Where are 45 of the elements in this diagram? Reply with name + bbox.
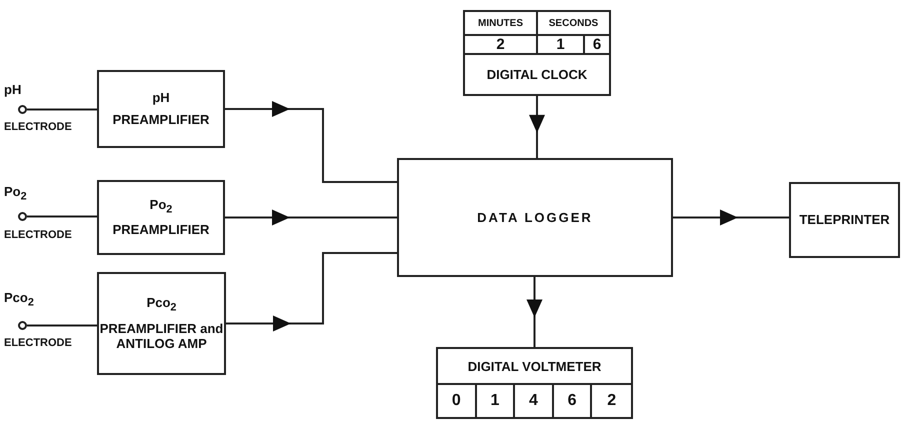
connector-line xyxy=(27,108,97,110)
connector-line xyxy=(27,216,97,218)
display-digit: 2 xyxy=(465,36,538,55)
arrow xyxy=(526,277,542,347)
arrow xyxy=(529,96,545,158)
terminal-label: pH xyxy=(4,82,22,97)
node-label: PREAMPLIFIER xyxy=(112,222,210,238)
node-label: DIGITAL VOLTMETER xyxy=(438,349,631,385)
terminal-label: ELECTRODE xyxy=(4,337,72,349)
display-digit: 1 xyxy=(538,36,585,55)
node-label: PREAMPLIFIER and ANTILOG AMP xyxy=(99,320,224,352)
process-box xyxy=(97,180,225,255)
display-digit: 2 xyxy=(606,391,618,411)
display-digit: 0 xyxy=(438,385,477,417)
display-digit: 4 xyxy=(515,385,554,417)
display-digit: 6 xyxy=(585,36,609,55)
node-label: TELEPRINTER xyxy=(799,212,890,228)
terminal-circle xyxy=(18,321,27,330)
voltmeter-panel xyxy=(436,347,633,419)
node-label: PREAMPLIFIER xyxy=(112,112,210,128)
node-label: DIGITAL CLOCK xyxy=(486,66,588,84)
display-digit: 6 xyxy=(554,385,592,417)
terminal-label: ELECTRODE xyxy=(4,121,72,133)
node-label: DATA LOGGER xyxy=(477,210,593,226)
terminal-label: Pco$_{2}$ xyxy=(4,290,34,309)
arrow xyxy=(226,252,397,332)
unit-heading: MINUTES xyxy=(465,12,538,36)
unit-heading: SECONDS xyxy=(538,12,609,36)
arrow xyxy=(673,210,789,226)
terminal-circle xyxy=(18,212,27,221)
process-box xyxy=(397,158,673,277)
connector-line xyxy=(27,324,97,326)
node-label: Pco$_{2}$ xyxy=(146,295,176,315)
node-label: pH xyxy=(152,90,170,106)
node-label: Po$_{2}$ xyxy=(150,196,172,216)
arrow xyxy=(225,101,397,183)
process-box xyxy=(97,70,225,148)
process-box xyxy=(789,182,900,258)
terminal-label: Po$_{2}$ xyxy=(4,184,27,203)
clock-panel xyxy=(463,10,611,96)
display-digit: 1 xyxy=(476,385,516,417)
terminal-circle xyxy=(18,105,27,114)
terminal-label: ELECTRODE xyxy=(4,229,72,241)
process-box xyxy=(97,272,226,375)
arrow xyxy=(225,210,397,226)
